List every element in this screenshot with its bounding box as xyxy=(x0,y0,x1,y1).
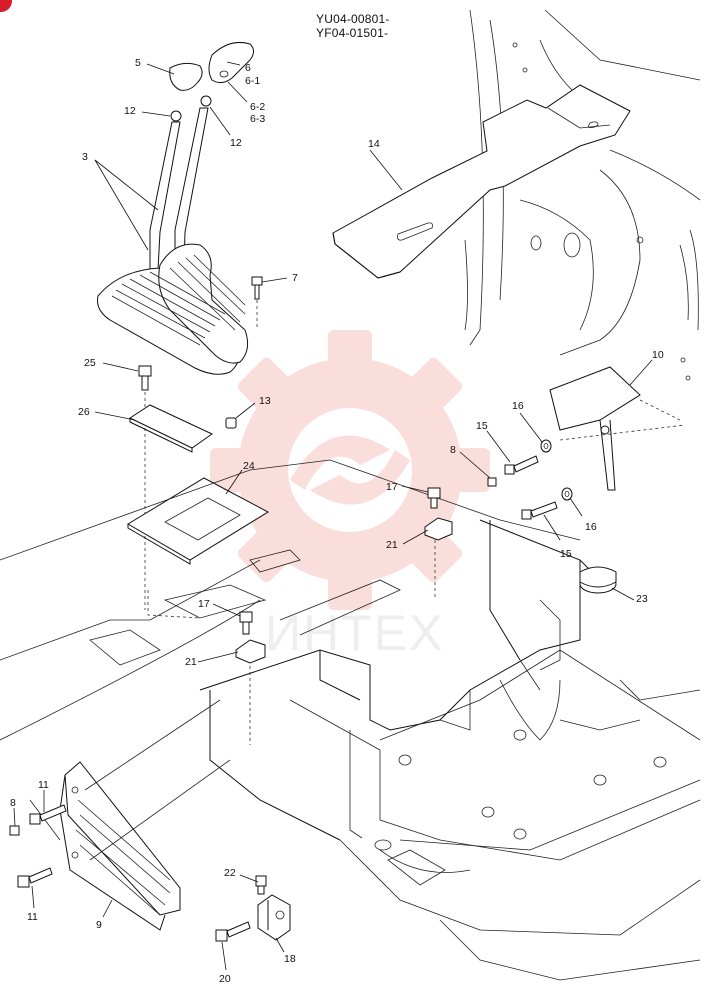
part-18-bracket xyxy=(257,894,291,941)
callout-12-left: 12 xyxy=(124,105,136,117)
washer-16-upper xyxy=(540,439,552,453)
floor-frame-assembly xyxy=(0,459,701,981)
serial-range-2: YF04-01501- xyxy=(316,26,389,40)
washer-16-lower xyxy=(561,487,573,501)
bolt-15-upper xyxy=(504,455,539,475)
bolt-25 xyxy=(138,365,152,610)
clip-21-lower xyxy=(235,639,266,664)
callout-17-lower: 17 xyxy=(198,598,210,610)
bolt-22 xyxy=(255,875,267,895)
callout-17-upper: 17 xyxy=(386,481,398,493)
callout-6-3: 6-3 xyxy=(250,113,265,125)
part-13-cap xyxy=(225,417,237,429)
callout-6-1: 6-1 xyxy=(245,75,260,87)
part-26-cover-plate xyxy=(128,404,213,453)
callout-5: 5 xyxy=(135,57,141,69)
callout-11-lower: 11 xyxy=(27,911,38,923)
callout-21-upper: 21 xyxy=(386,539,398,551)
callout-20: 20 xyxy=(219,973,231,985)
callout-6-2: 6-2 xyxy=(250,101,265,113)
part-23-plug xyxy=(579,566,617,594)
callout-24: 24 xyxy=(243,460,255,472)
callout-7: 7 xyxy=(292,272,298,284)
cab-interior-outline xyxy=(464,9,701,381)
callout-leaders xyxy=(13,61,653,971)
part-10-bracket xyxy=(549,366,686,491)
bolt-15-lower xyxy=(521,501,558,520)
callout-15-lower: 15 xyxy=(560,548,572,560)
part-24-mount-plate xyxy=(127,477,270,565)
callout-8-upper: 8 xyxy=(450,444,456,456)
callout-10: 10 xyxy=(652,349,664,361)
part-14-floor-plate xyxy=(332,84,631,279)
callout-8-lower: 8 xyxy=(10,797,16,809)
callout-9: 9 xyxy=(96,919,102,931)
callout-16-upper: 16 xyxy=(512,400,524,412)
bolt-17-upper xyxy=(427,487,441,509)
watermark-logo: ИНТЕХ xyxy=(210,330,490,661)
callout-25: 25 xyxy=(84,357,96,369)
bolt-11-upper xyxy=(29,804,67,825)
callout-15-upper: 15 xyxy=(476,420,488,432)
serial-range-1: YU04-00801- xyxy=(316,12,390,26)
callout-6: 6 xyxy=(245,62,251,74)
bolt-20 xyxy=(215,921,251,942)
callout-23: 23 xyxy=(636,593,648,605)
callout-26: 26 xyxy=(78,406,90,418)
callout-21-lower: 21 xyxy=(185,656,197,668)
bolt-11-lower xyxy=(17,867,53,888)
callout-18: 18 xyxy=(284,953,296,965)
callout-14: 14 xyxy=(368,138,380,150)
callout-3: 3 xyxy=(82,151,88,163)
part-9-side-cover xyxy=(59,699,231,931)
callout-labels: 5 6 6-1 6-2 6-3 12 12 3 7 14 25 26 13 24… xyxy=(10,57,664,985)
callout-16-lower: 16 xyxy=(585,521,597,533)
bolt-17-lower xyxy=(239,611,253,635)
callout-11-upper: 11 xyxy=(38,779,49,791)
callout-13: 13 xyxy=(259,395,271,407)
callout-12-right: 12 xyxy=(230,137,242,149)
nut-8-upper xyxy=(487,477,497,487)
travel-pedals xyxy=(97,41,254,375)
bolt-7 xyxy=(251,276,263,330)
clip-21-upper xyxy=(424,517,453,541)
watermark-text: ИНТЕХ xyxy=(265,605,444,661)
callout-22: 22 xyxy=(224,867,236,879)
nut-8-lower xyxy=(9,825,20,836)
